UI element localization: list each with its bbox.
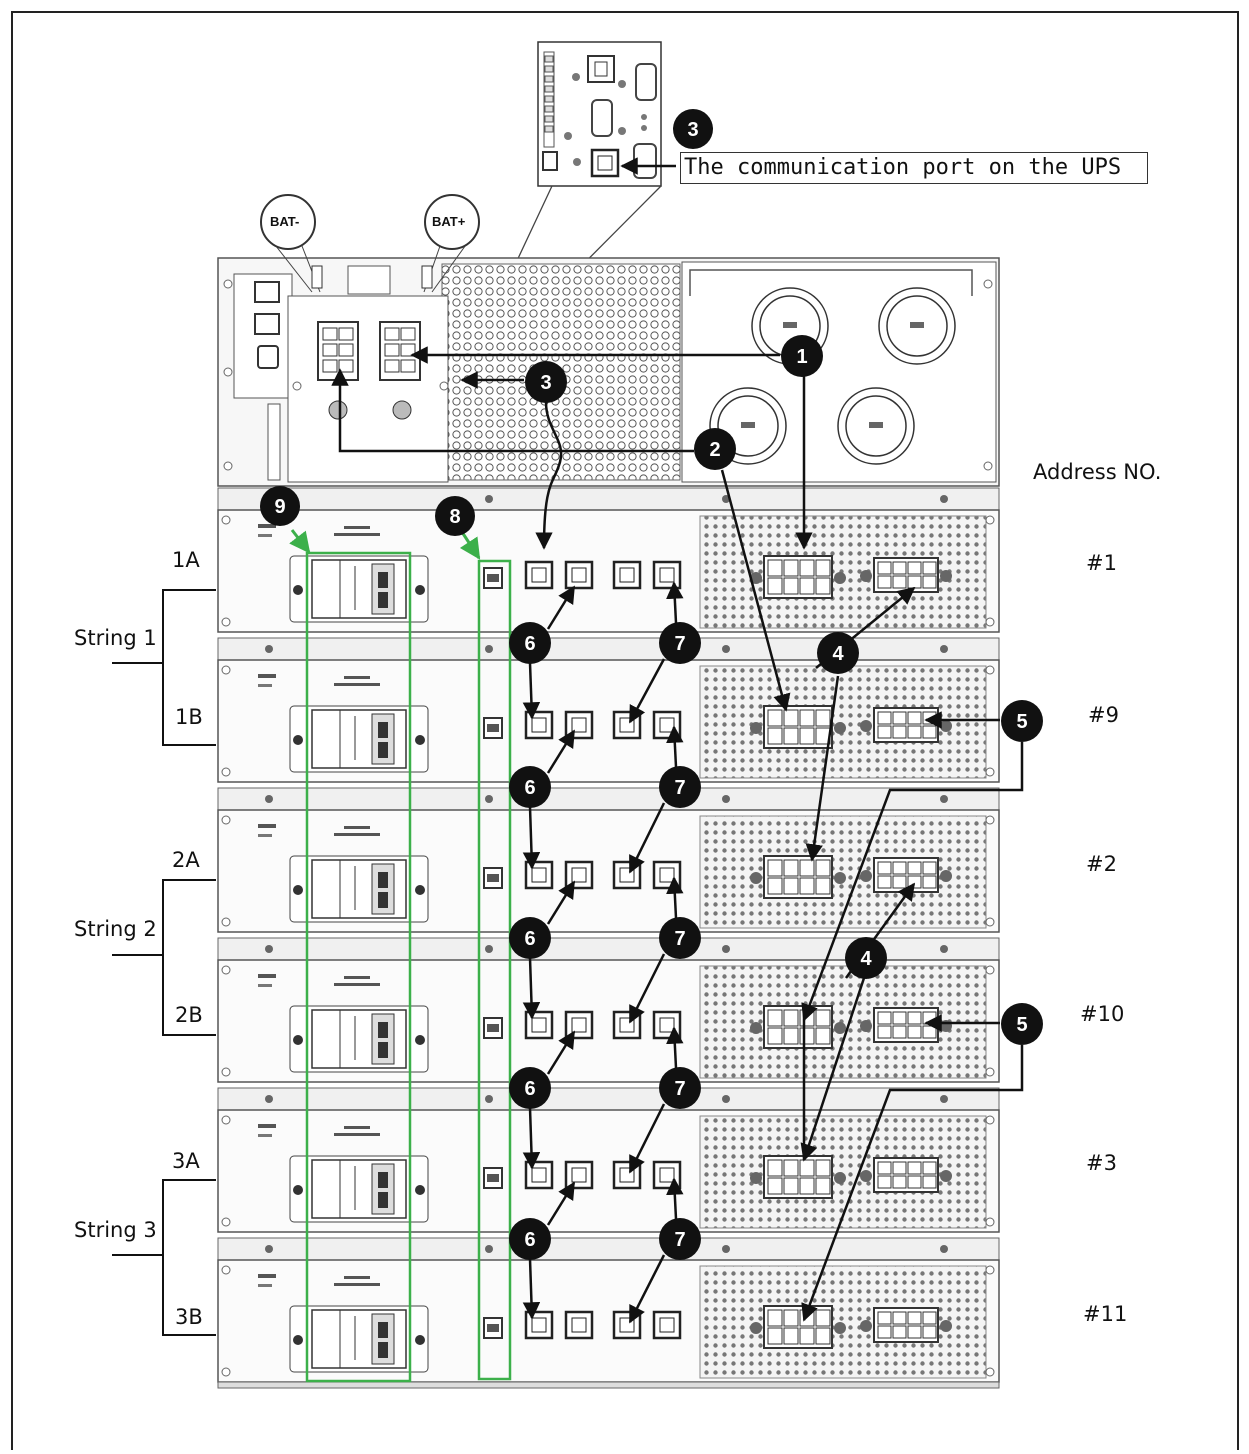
callout-number: 7 [674, 1229, 685, 1251]
callout-marker-7: 7 [659, 1067, 701, 1109]
callout-number: 7 [674, 1078, 685, 1100]
link-arrow-7 [666, 876, 684, 919]
module-2b-label: 2B [175, 1003, 203, 1027]
link-arrow-6 [522, 662, 541, 720]
callout-marker-4: 4 [845, 937, 887, 979]
bat-minus-label: BAT- [270, 214, 300, 229]
callout-number: 8 [449, 506, 460, 528]
callout-number: 4 [860, 948, 872, 970]
battery-module [217, 1087, 1000, 1233]
link-arrow-7 [628, 1254, 666, 1324]
callout-marker-4: 4 [817, 632, 859, 674]
callout-marker-6: 6 [509, 766, 551, 808]
callout-number: 5 [1016, 711, 1027, 733]
module-link-arrows [522, 581, 684, 1324]
module-2a-label: 2A [172, 848, 200, 872]
string-2-label: String 2 [74, 917, 157, 941]
battery-module [217, 787, 1000, 933]
link-arrow-6 [546, 880, 576, 925]
link-arrow-6 [546, 585, 576, 630]
callout-number: 2 [709, 439, 720, 461]
module-1a-label: 1A [172, 548, 200, 572]
link-arrow-6 [522, 806, 541, 870]
callout-number: 6 [524, 928, 535, 950]
address-1: #1 [1086, 551, 1117, 575]
comm-port-inset [537, 41, 662, 187]
breaker-highlight [305, 551, 412, 1383]
callout-marker-5: 5 [1001, 1003, 1043, 1045]
callout-marker-1: 1 [781, 335, 823, 377]
callout-marker-9: 9 [260, 486, 300, 526]
string-3-label: String 3 [74, 1218, 157, 1242]
battery-module [217, 937, 1000, 1083]
bat-plus-callout [421, 194, 480, 293]
link-arrow-6 [546, 1181, 576, 1226]
callout-number: 6 [524, 777, 535, 799]
link-arrow-7 [628, 1103, 666, 1174]
link-arrow-6 [522, 1258, 541, 1320]
bat-minus-callout [260, 194, 323, 293]
address-3: #3 [1086, 1151, 1117, 1175]
link-arrow-6 [522, 957, 541, 1020]
callout-marker-3: 3 [673, 109, 713, 149]
module-1b-label: 1B [175, 705, 203, 729]
callout-marker-7: 7 [659, 766, 701, 808]
link-arrow-7 [628, 802, 666, 874]
callout-marker-6: 6 [509, 622, 551, 664]
callout-number: 7 [674, 633, 685, 655]
address-10: #10 [1080, 1002, 1125, 1026]
battery-module [217, 487, 1000, 633]
wiring-arrows [331, 346, 1024, 1322]
callout-number: 5 [1016, 1014, 1027, 1036]
callout-number: 7 [674, 928, 685, 950]
callout-marker-6: 6 [509, 1067, 551, 1109]
callout-number: 1 [796, 346, 807, 368]
callout-marker-7: 7 [659, 1218, 701, 1260]
callout-number: 3 [540, 372, 551, 394]
link-arrow-6 [522, 1107, 541, 1170]
callout-marker-7: 7 [659, 917, 701, 959]
link-arrow-6 [546, 1030, 576, 1075]
battery-modules [217, 487, 1000, 1389]
callout-number: 6 [524, 1229, 535, 1251]
callout-number: 7 [674, 777, 685, 799]
link-arrow-7 [666, 581, 684, 624]
link-arrow-7 [628, 658, 666, 724]
address-title: Address NO. [1033, 460, 1162, 484]
callout-marker-8: 8 [435, 496, 475, 536]
link-arrow-7 [628, 953, 666, 1024]
string-brackets [112, 589, 216, 1336]
module-3a-label: 3A [172, 1149, 200, 1173]
module-3b-label: 3B [175, 1305, 203, 1329]
callout-marker-6: 6 [509, 917, 551, 959]
callout-marker-7: 7 [659, 622, 701, 664]
address-9: #9 [1088, 703, 1119, 727]
callout-number: 4 [832, 643, 844, 665]
callout-number: 6 [524, 1078, 535, 1100]
callout-number: 6 [524, 633, 535, 655]
callout-marker-3: 3 [525, 361, 567, 403]
battery-module [217, 637, 1000, 783]
communication-port-label: The communication port on the UPS [680, 152, 1148, 184]
link-arrow-7 [666, 725, 684, 768]
callout-marker-2: 2 [694, 428, 736, 470]
callout-markers: 3 1 3 2 9 8 4 5 4 5 6 7 6 7 6 7 6 7 6 7 [260, 109, 1043, 1260]
link-arrow-7 [666, 1026, 684, 1069]
battery-module [217, 1237, 1000, 1383]
link-arrow-7 [666, 1177, 684, 1220]
bat-plus-label: BAT+ [432, 214, 466, 229]
address-2: #2 [1086, 852, 1117, 876]
port-highlight [477, 559, 512, 1381]
callout-marker-6: 6 [509, 1218, 551, 1260]
string-1-label: String 1 [74, 626, 157, 650]
callout-number: 3 [687, 119, 698, 141]
address-11: #11 [1083, 1302, 1128, 1326]
link-arrow-6 [546, 729, 576, 774]
callout-marker-5: 5 [1001, 700, 1043, 742]
callout-number: 9 [274, 496, 285, 518]
